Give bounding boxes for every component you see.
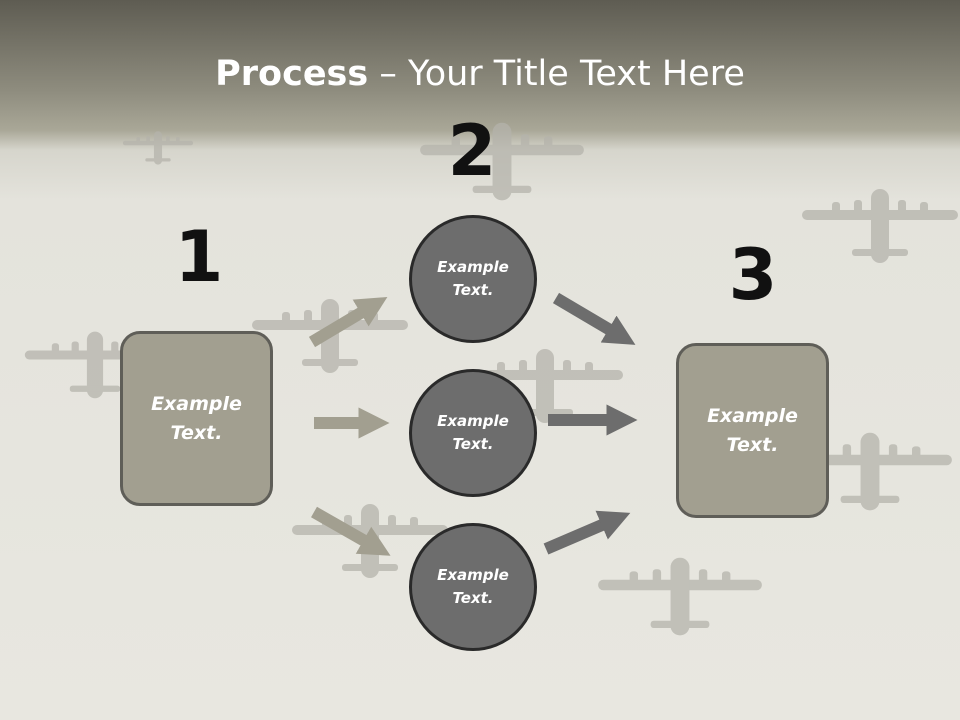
right-box-text: Example Text. [707,404,798,456]
arrow-from-top-circle [552,292,636,345]
left-process-box: Example Text. [120,331,273,506]
title-bold: Process [215,54,369,94]
step-number-1: 1 [174,216,224,298]
bottom-circle-text: Example Text. [437,566,509,607]
arrow-from-bottom-circle [543,510,631,555]
right-process-box: Example Text. [676,343,829,518]
left-box-text: Example Text. [151,392,242,444]
slide-title: Process – Your Title Text Here [0,52,960,96]
middle-circle: Example Text. [409,369,537,497]
step-number-2: 2 [447,110,497,192]
top-circle: Example Text. [409,215,537,343]
arrow-to-bottom-circle [311,506,391,556]
middle-circle-text: Example Text. [437,412,509,453]
title-rest: – Your Title Text Here [368,54,745,94]
arrow-to-top-circle [308,297,388,348]
bottom-circle: Example Text. [409,523,537,651]
top-circle-text: Example Text. [437,258,509,299]
step-number-3: 3 [728,234,778,316]
